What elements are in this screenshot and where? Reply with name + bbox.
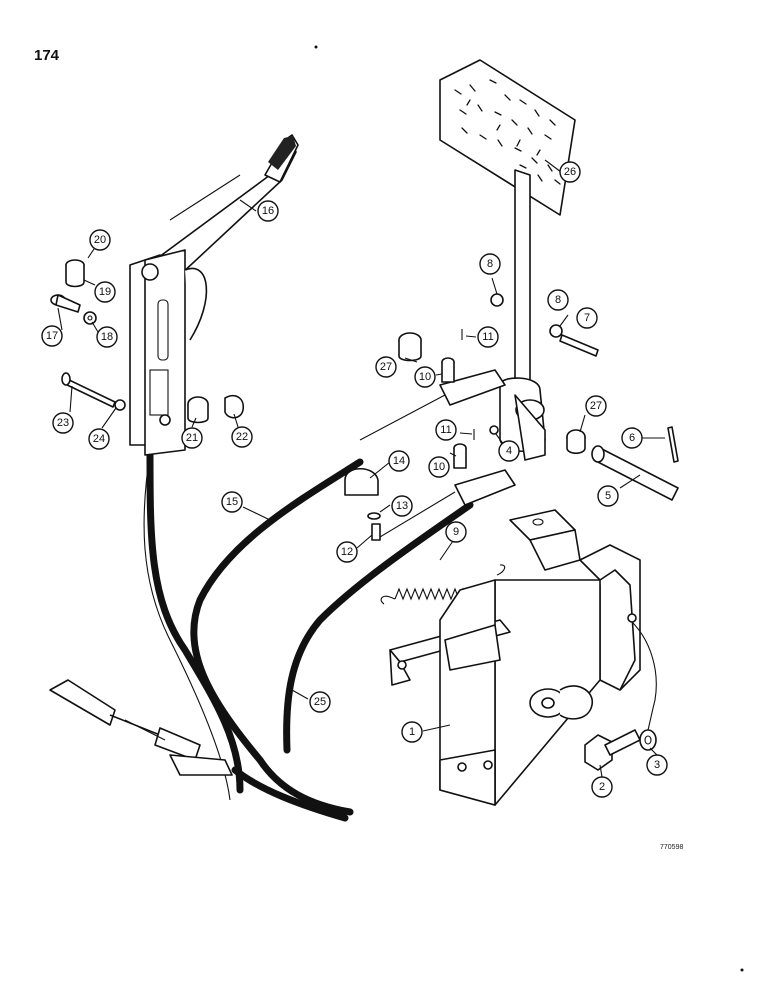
- svg-text:4: 4: [506, 445, 512, 457]
- svg-text:3: 3: [654, 759, 660, 771]
- cotter-6: [667, 426, 679, 463]
- callout-26: 26: [559, 161, 581, 183]
- callout-11-upper: 11: [477, 326, 499, 348]
- page-number: 174: [34, 47, 60, 64]
- bolt-7: [559, 334, 599, 357]
- svg-text:8: 8: [487, 258, 493, 270]
- callout-2: 2: [591, 776, 613, 798]
- callout-16: 16: [257, 200, 279, 222]
- svg-text:12: 12: [341, 546, 353, 558]
- screw-12: [371, 523, 381, 541]
- callout-7: 7: [576, 307, 598, 329]
- svg-text:2: 2: [599, 781, 605, 793]
- cable-end-lower: [49, 679, 233, 776]
- spring-4: [489, 425, 499, 435]
- washer-13: [367, 512, 381, 520]
- brake-pedal: [439, 59, 576, 461]
- clip-22: [224, 394, 245, 419]
- callout-17: 17: [41, 325, 63, 347]
- nut-24: [114, 399, 126, 411]
- callout-5: 5: [597, 485, 619, 507]
- cable-25: [231, 501, 474, 822]
- svg-text:15: 15: [226, 496, 238, 508]
- callout-11-lower: 11: [435, 419, 457, 441]
- svg-text:10: 10: [433, 461, 445, 473]
- callout-8-right: 8: [547, 289, 569, 311]
- callout-24: 24: [88, 428, 110, 450]
- pedal-pin-5: [591, 445, 679, 501]
- bolt-2: [584, 729, 641, 771]
- svg-text:16: 16: [262, 205, 274, 217]
- nut-8-left: [490, 293, 504, 307]
- svg-text:7: 7: [584, 312, 590, 324]
- bushing-27-left: [398, 332, 422, 362]
- callout-27-left: 27: [375, 356, 397, 378]
- svg-text:19: 19: [99, 286, 111, 298]
- svg-text:23: 23: [57, 417, 69, 429]
- svg-text:25: 25: [314, 696, 326, 708]
- callout-12: 12: [336, 541, 358, 563]
- callout-15: 15: [221, 491, 243, 513]
- callout-13: 13: [391, 495, 413, 517]
- bushing-20: [65, 259, 85, 288]
- svg-text:18: 18: [101, 331, 113, 343]
- svg-text:22: 22: [236, 431, 248, 443]
- callout-27-right: 27: [585, 395, 607, 417]
- callout-21: 21: [181, 427, 203, 449]
- callout-10-lower: 10: [428, 456, 450, 478]
- callout-6: 6: [621, 427, 643, 449]
- bushing-21: [187, 396, 209, 424]
- svg-text:13: 13: [396, 500, 408, 512]
- svg-text:6: 6: [629, 432, 635, 444]
- callout-10-upper: 10: [414, 366, 436, 388]
- svg-text:5: 5: [605, 490, 611, 502]
- washer-3: [639, 729, 657, 751]
- svg-text:9: 9: [453, 526, 459, 538]
- clevis-upper: [359, 369, 506, 441]
- callout-1: 1: [401, 721, 423, 743]
- svg-text:14: 14: [393, 455, 405, 467]
- pin-10-upper: [441, 357, 455, 383]
- callout-4: 4: [498, 440, 520, 462]
- callout-20: 20: [89, 229, 111, 251]
- svg-text:21: 21: [186, 432, 198, 444]
- clevis-lower: [374, 469, 516, 541]
- mounting-bracket-1: [389, 509, 657, 806]
- callout-18: 18: [96, 326, 118, 348]
- bolt-23: [61, 372, 116, 408]
- svg-text:10: 10: [419, 371, 431, 383]
- svg-text:17: 17: [46, 330, 58, 342]
- washer-18: [83, 311, 97, 325]
- callout-19: 19: [94, 281, 116, 303]
- callout-22: 22: [231, 426, 253, 448]
- callout-3: 3: [646, 754, 668, 776]
- svg-text:8: 8: [555, 294, 561, 306]
- cable-15: [146, 448, 364, 816]
- pin-17: [50, 294, 81, 313]
- nut-8-right: [549, 324, 563, 338]
- pin-10-lower: [453, 443, 467, 469]
- svg-text:26: 26: [564, 166, 576, 178]
- callout-23: 23: [52, 412, 74, 434]
- svg-text:27: 27: [590, 400, 602, 412]
- callout-25: 25: [309, 691, 331, 713]
- callout-14: 14: [388, 450, 410, 472]
- figure-code: 770598: [660, 844, 684, 851]
- callout-8-left: 8: [479, 253, 501, 275]
- svg-text:11: 11: [482, 331, 493, 343]
- svg-text:27: 27: [380, 361, 392, 373]
- svg-text:20: 20: [94, 234, 106, 246]
- svg-text:1: 1: [409, 726, 415, 738]
- svg-text:24: 24: [93, 433, 105, 445]
- svg-text:11: 11: [440, 424, 451, 436]
- callout-9: 9: [445, 521, 467, 543]
- hand-lever-assembly: [129, 134, 299, 456]
- bushing-27-right: [566, 429, 586, 455]
- cable-clamp-14: [344, 467, 379, 496]
